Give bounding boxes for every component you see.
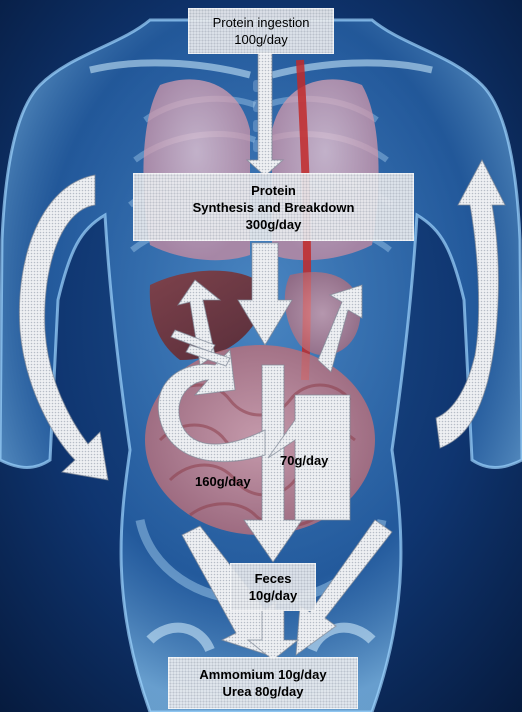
outer-right-loop-arrow	[436, 160, 505, 448]
excretion-box: Ammomium 10g/day Urea 80g/day	[168, 657, 358, 709]
outer-left-loop-arrow	[19, 175, 108, 480]
ammonium-amount: Ammomium 10g/day	[199, 666, 326, 683]
inner-left-loop-arrow	[158, 350, 265, 462]
feces-box: Feces 10g/day	[230, 563, 316, 611]
synthesis-subtitle: Synthesis and Breakdown	[193, 199, 355, 216]
ingestion-box: Protein ingestion 100g/day	[188, 8, 334, 54]
up-right-arrow	[318, 285, 362, 372]
synthesis-title: Protein	[251, 182, 296, 199]
flow-label-left: 160g/day	[195, 474, 251, 489]
synthesis-amount: 300g/day	[246, 216, 302, 233]
ingestion-title: Protein ingestion	[213, 14, 310, 31]
ingestion-arrow	[247, 52, 283, 176]
breakdown-down-arrow	[238, 243, 292, 345]
feces-amount: 10g/day	[249, 587, 297, 604]
urea-amount: Urea 80g/day	[223, 683, 304, 700]
flow-label-right: 70g/day	[280, 453, 328, 468]
ingestion-amount: 100g/day	[234, 31, 288, 48]
feces-title: Feces	[255, 570, 292, 587]
synthesis-box: Protein Synthesis and Breakdown 300g/day	[133, 173, 414, 241]
